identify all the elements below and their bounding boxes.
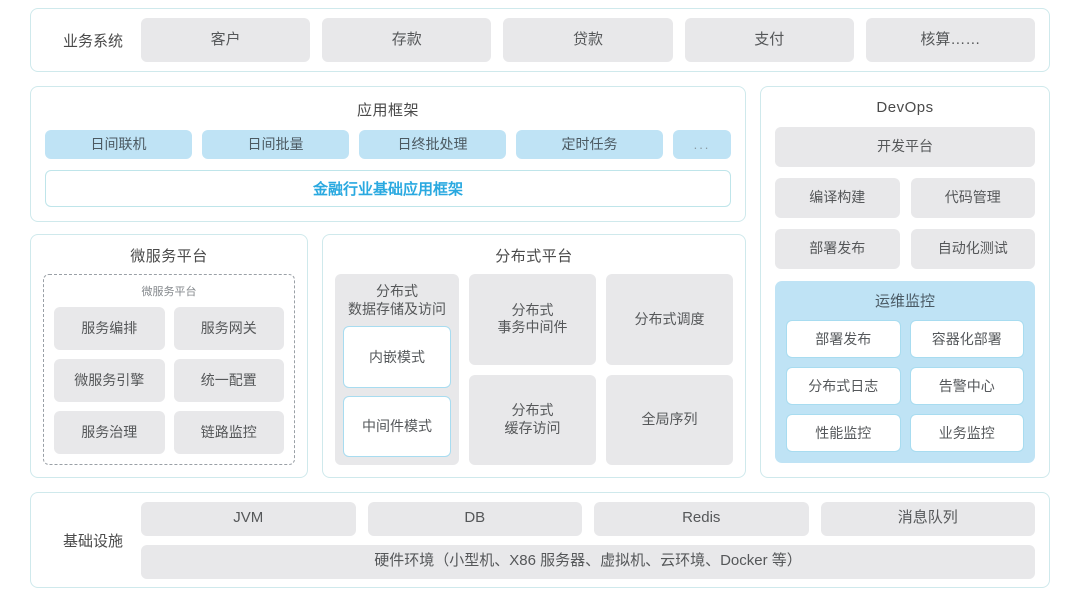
middle-left-column: 应用框架 日间联机 日间批量 日终批处理 定时任务 ... 金融行业基础应用框架… (30, 86, 746, 478)
business-system-item-1[interactable]: 存款 (322, 18, 492, 62)
microservice-platform-items: 服务编排 服务网关 微服务引擎 统一配置 服务治理 链路监控 (54, 307, 284, 454)
infrastructure-panel: 基础设施 JVM DB Redis 消息队列 硬件环境（小型机、X86 服务器、… (30, 492, 1050, 588)
devops-panel: DevOps 开发平台 编译构建 代码管理 部署发布 自动化测试 运维监控 部署… (760, 86, 1050, 478)
app-framework-panel: 应用框架 日间联机 日间批量 日终批处理 定时任务 ... 金融行业基础应用框架 (30, 86, 746, 222)
infrastructure-body: JVM DB Redis 消息队列 硬件环境（小型机、X86 服务器、虚拟机、云… (141, 501, 1035, 579)
infrastructure-item-1[interactable]: DB (367, 501, 582, 536)
app-framework-item-3[interactable]: 定时任务 (516, 130, 663, 160)
app-framework-title: 应用框架 (356, 102, 419, 119)
platforms-row: 微服务平台 微服务平台 服务编排 服务网关 微服务引擎 统一配置 服务治理 链路… (30, 234, 746, 478)
middle-area: 应用框架 日间联机 日间批量 日终批处理 定时任务 ... 金融行业基础应用框架… (30, 86, 1050, 478)
app-framework-item-1[interactable]: 日间批量 (202, 130, 349, 160)
infrastructure-item-2[interactable]: Redis (594, 501, 809, 536)
distributed-platform-panel: 分布式平台 分布式 数据存储及访问 内嵌模式 中间件模式 分布式 事务中间件 分… (322, 234, 746, 478)
infrastructure-label: 基础设施 (62, 532, 123, 550)
distributed-item-3[interactable]: 全局序列 (606, 374, 733, 465)
app-framework-item-0[interactable]: 日间联机 (45, 130, 192, 160)
devops-item-0[interactable]: 编译构建 (775, 178, 900, 218)
business-system-label: 业务系统 (62, 32, 123, 50)
business-system-item-4[interactable]: 核算…… (865, 18, 1036, 62)
microservice-platform-title: 微服务平台 (130, 248, 208, 265)
microservice-item-0[interactable]: 服务编排 (54, 307, 165, 350)
distributed-item-0[interactable]: 分布式 事务中间件 (469, 274, 596, 365)
distributed-platform-title: 分布式平台 (495, 248, 573, 265)
distributed-storage-title: 分布式 数据存储及访问 (348, 283, 446, 318)
business-system-item-3[interactable]: 支付 (684, 18, 854, 62)
ops-monitor-item-0[interactable]: 部署发布 (786, 320, 901, 358)
ops-monitor-item-1[interactable]: 容器化部署 (909, 320, 1024, 358)
microservice-item-2[interactable]: 微服务引擎 (54, 359, 165, 402)
microservice-platform-inner-box: 微服务平台 服务编排 服务网关 微服务引擎 统一配置 服务治理 链路监控 (43, 274, 295, 465)
infrastructure-item-3[interactable]: 消息队列 (820, 501, 1035, 536)
microservice-platform-inner-title: 微服务平台 (141, 286, 197, 298)
distributed-storage-cell[interactable]: 分布式 数据存储及访问 内嵌模式 中间件模式 (335, 274, 459, 465)
ops-monitor-items: 部署发布 容器化部署 分布式日志 告警中心 性能监控 业务监控 (786, 320, 1024, 452)
distributed-storage-modes: 内嵌模式 中间件模式 (343, 326, 451, 457)
ops-monitor-item-2[interactable]: 分布式日志 (786, 367, 901, 405)
distributed-storage-mode-1[interactable]: 中间件模式 (343, 395, 451, 457)
app-framework-more-item[interactable]: ... (673, 130, 731, 160)
business-system-panel: 业务系统 客户 存款 贷款 支付 核算…… (30, 8, 1050, 72)
distributed-storage-mode-0[interactable]: 内嵌模式 (343, 326, 451, 388)
distributed-platform-items: 分布式 事务中间件 分布式调度 分布式 缓存访问 全局序列 (469, 274, 733, 465)
microservice-item-4[interactable]: 服务治理 (54, 411, 165, 454)
app-framework-base-label: 金融行业基础应用框架 (45, 170, 731, 207)
ops-monitor-panel: 运维监控 部署发布 容器化部署 分布式日志 告警中心 性能监控 业务监控 (775, 281, 1035, 463)
devops-item-3[interactable]: 自动化测试 (910, 229, 1035, 269)
ops-monitor-item-5[interactable]: 业务监控 (909, 414, 1024, 452)
ops-monitor-item-4[interactable]: 性能监控 (786, 414, 901, 452)
microservice-item-3[interactable]: 统一配置 (173, 359, 284, 402)
business-system-items: 客户 存款 贷款 支付 核算…… (141, 18, 1036, 62)
microservice-item-5[interactable]: 链路监控 (173, 411, 284, 454)
microservice-platform-panel: 微服务平台 微服务平台 服务编排 服务网关 微服务引擎 统一配置 服务治理 链路… (30, 234, 308, 478)
distributed-item-1[interactable]: 分布式调度 (606, 274, 733, 365)
infrastructure-item-0[interactable]: JVM (141, 501, 356, 536)
microservice-item-1[interactable]: 服务网关 (173, 307, 284, 350)
distributed-item-2[interactable]: 分布式 缓存访问 (469, 374, 596, 465)
app-framework-item-2[interactable]: 日终批处理 (359, 130, 506, 160)
devops-column: DevOps 开发平台 编译构建 代码管理 部署发布 自动化测试 运维监控 部署… (760, 86, 1050, 478)
ops-monitor-title: 运维监控 (874, 293, 935, 310)
infrastructure-items: JVM DB Redis 消息队列 (141, 501, 1035, 536)
devops-items: 编译构建 代码管理 部署发布 自动化测试 (775, 178, 1035, 269)
app-framework-items: 日间联机 日间批量 日终批处理 定时任务 ... (45, 130, 731, 160)
distributed-platform-body: 分布式 数据存储及访问 内嵌模式 中间件模式 分布式 事务中间件 分布式调度 分… (335, 274, 733, 465)
devops-item-2[interactable]: 部署发布 (775, 229, 900, 269)
devops-platform-item[interactable]: 开发平台 (775, 127, 1035, 167)
infrastructure-hardware-item[interactable]: 硬件环境（小型机、X86 服务器、虚拟机、云环境、Docker 等） (141, 544, 1035, 579)
devops-title: DevOps (876, 99, 934, 116)
ops-monitor-item-3[interactable]: 告警中心 (909, 367, 1024, 405)
business-system-item-2[interactable]: 贷款 (503, 18, 673, 62)
devops-item-1[interactable]: 代码管理 (910, 178, 1035, 218)
business-system-item-0[interactable]: 客户 (141, 18, 311, 62)
